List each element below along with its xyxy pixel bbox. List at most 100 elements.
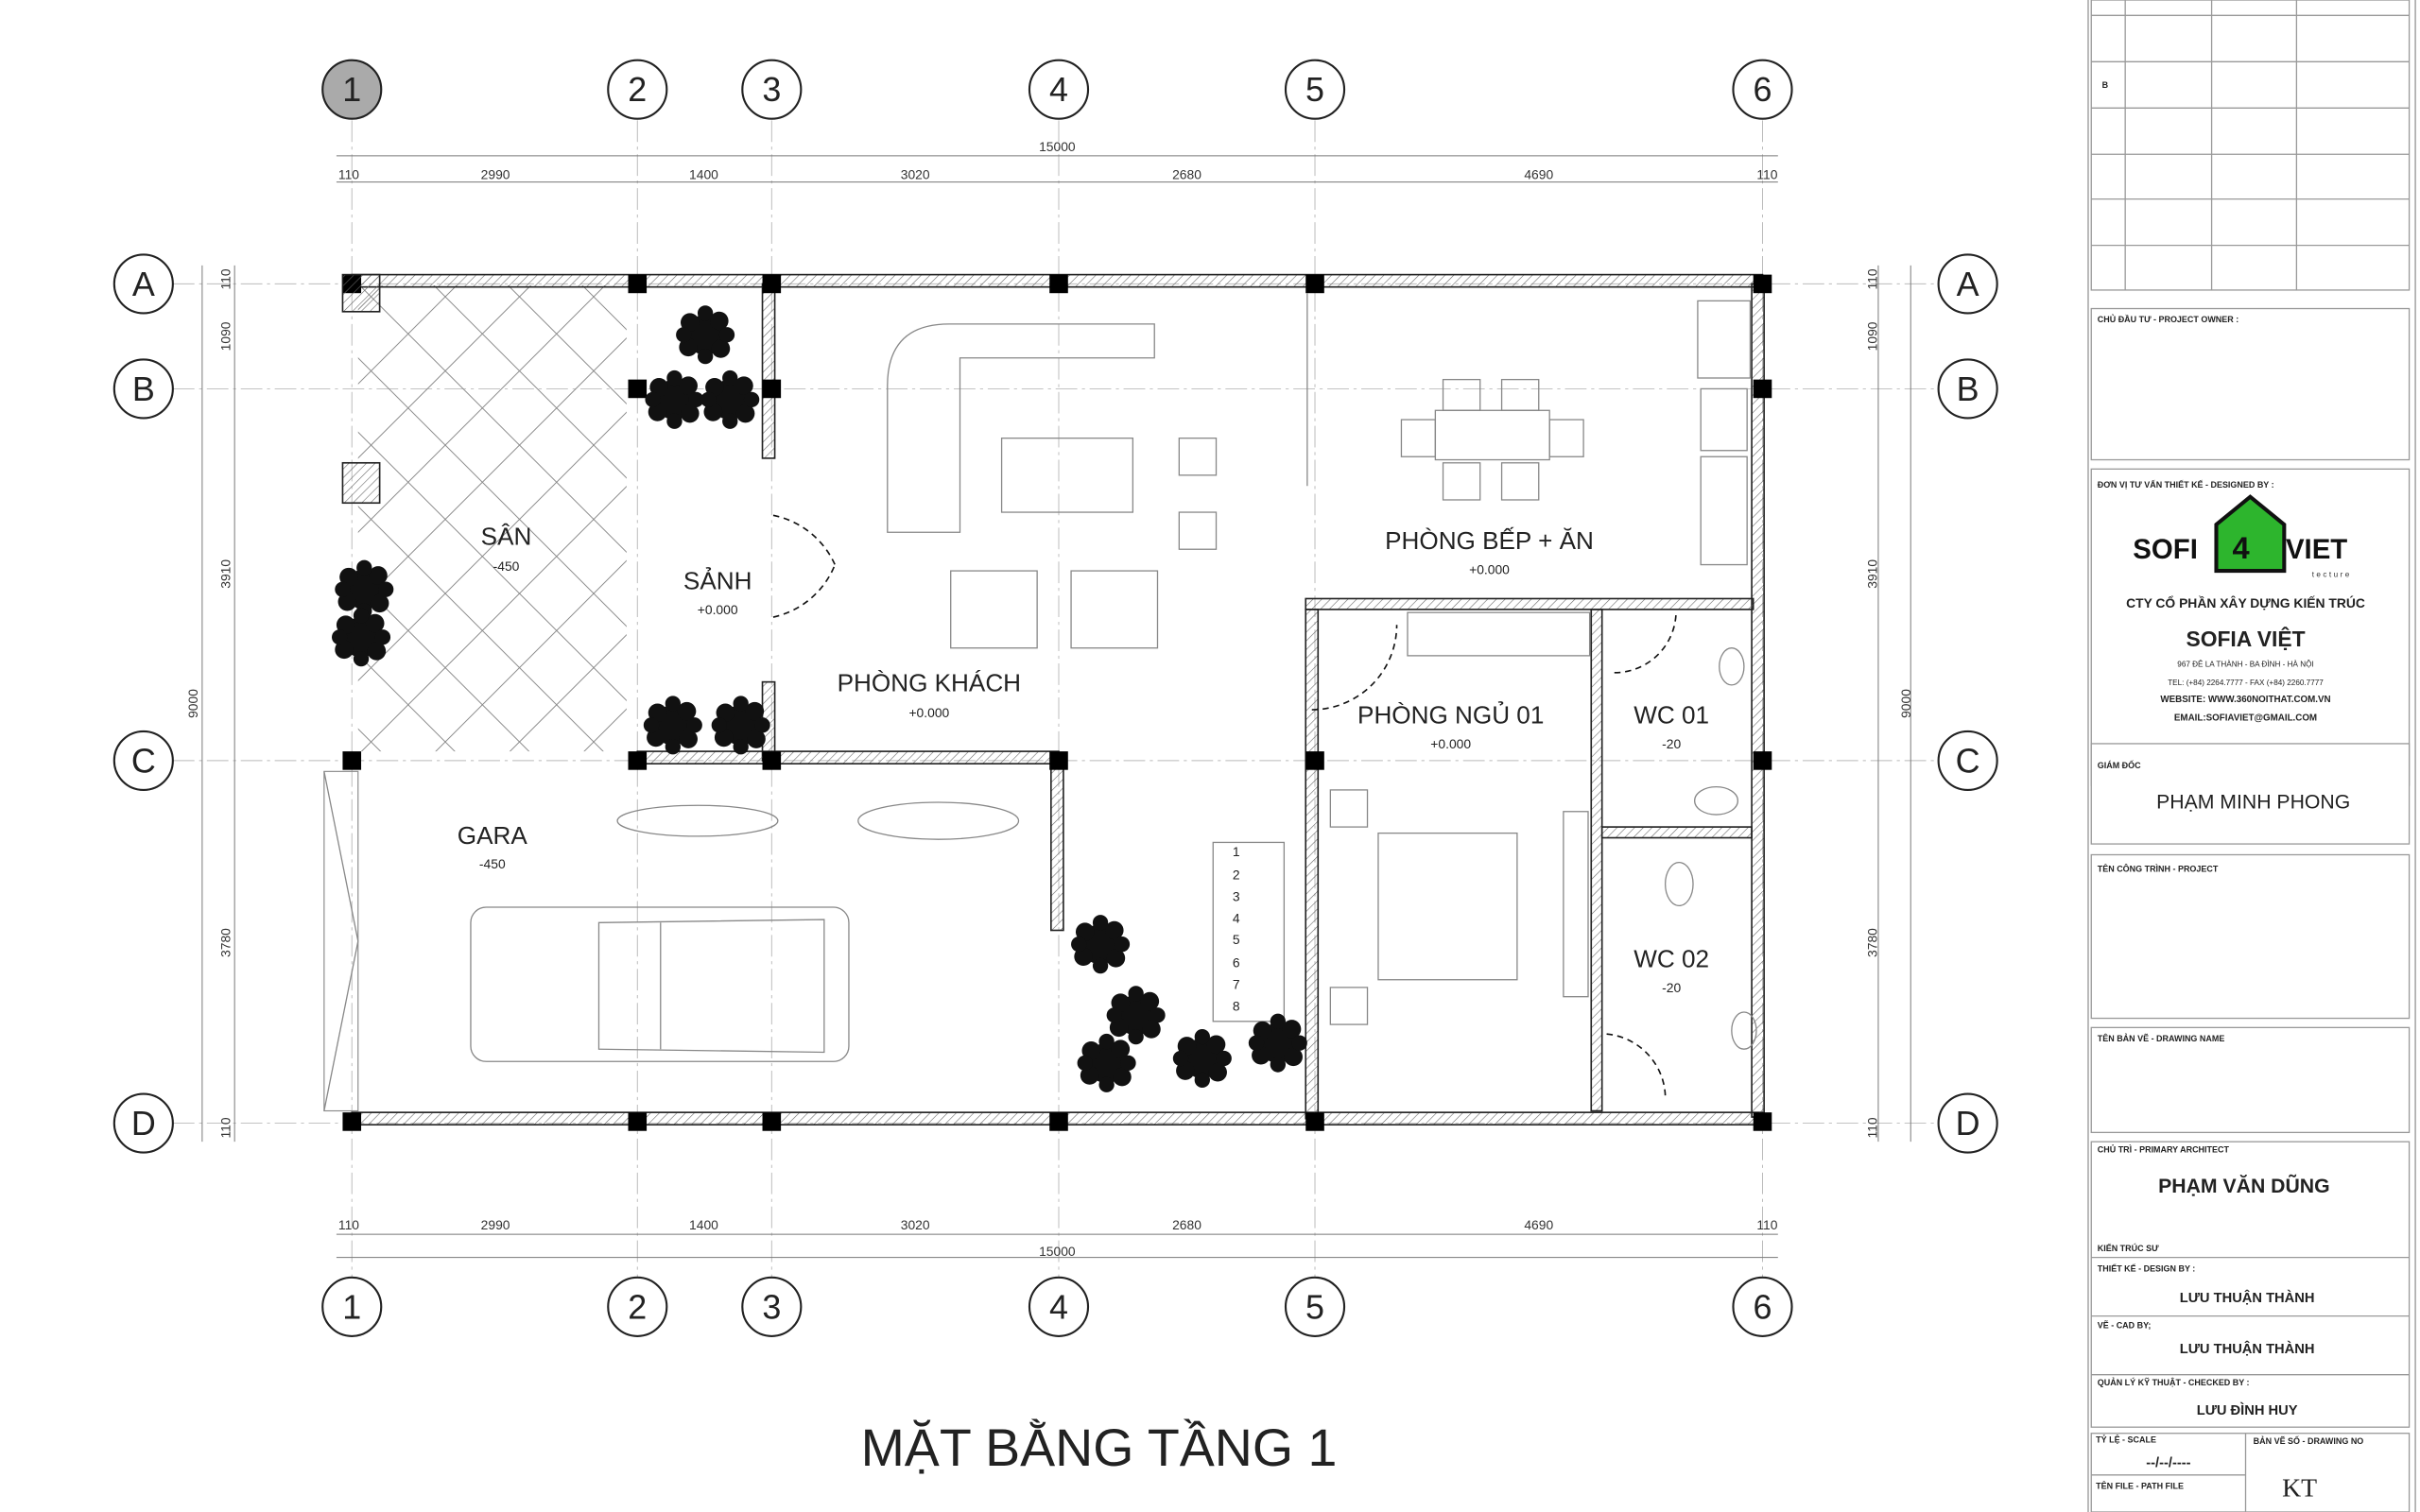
bedroom-furniture <box>1329 611 1591 1025</box>
svg-text:110: 110 <box>217 1117 233 1138</box>
svg-text:+0.000: +0.000 <box>1430 736 1471 751</box>
svg-text:-20: -20 <box>1662 980 1681 995</box>
dining-furniture <box>1306 293 1752 566</box>
svg-text:QUẢN LÝ KỸ THUẬT - CHECKED BY: QUẢN LÝ KỸ THUẬT - CHECKED BY : <box>2098 1377 2250 1387</box>
dimensions-top: 15000 110 2990 1400 3020 2680 4690 110 <box>336 139 1778 183</box>
svg-text:5: 5 <box>1305 70 1324 109</box>
svg-text:+0.000: +0.000 <box>908 705 949 720</box>
svg-text:TEL: (+84) 2264.7777 - FAX (+: TEL: (+84) 2264.7777 - FAX (+84) 2260.77… <box>2168 679 2324 687</box>
svg-text:-450: -450 <box>493 558 520 574</box>
grid-bubble-b-right[interactable]: B <box>1937 358 1998 420</box>
company-line: CTY CỔ PHẦN XÂY DỰNG KIẾN TRÚC <box>2126 594 2365 610</box>
svg-text:2680: 2680 <box>1172 1217 1201 1232</box>
svg-text:3020: 3020 <box>901 166 930 181</box>
stair: 1 2 3 4 5 6 7 8 <box>1212 841 1286 1022</box>
svg-text:110: 110 <box>1864 268 1879 289</box>
drawing-title: MẶT BẰNG TẦNG 1 <box>861 1418 1338 1477</box>
room-name-san: SÂN <box>481 522 532 550</box>
svg-text:VẼ - CAD BY;: VẼ - CAD BY; <box>2098 1321 2152 1331</box>
garage-vehicles <box>470 801 1020 1062</box>
grid-bubble-b-left[interactable]: B <box>112 358 174 420</box>
svg-text:VIET: VIET <box>2286 534 2347 565</box>
svg-text:110: 110 <box>1756 1217 1777 1232</box>
grid-bubble-a-right[interactable]: A <box>1937 253 1998 315</box>
owner-label: CHỦ ĐẦU TƯ - PROJECT OWNER : <box>2098 314 2238 324</box>
dimensions-bottom: 15000 110 2990 1400 3020 2680 4690 110 <box>336 1217 1778 1259</box>
grid-bubble-4-top[interactable]: 4 <box>1028 59 1090 120</box>
doors <box>772 514 1677 1096</box>
grid-bubble-1-top[interactable]: 1 <box>321 59 383 120</box>
grid-bubble-5-bottom[interactable]: 5 <box>1284 1276 1346 1337</box>
grid-bubble-d-left[interactable]: D <box>112 1092 174 1154</box>
stair-step-8: 8 <box>1233 998 1240 1013</box>
sofia-viet-logo: SOFI 4 VIET tecture <box>2133 494 2349 579</box>
svg-text:4: 4 <box>1049 70 1068 109</box>
stair-step-5: 5 <box>1233 932 1240 947</box>
svg-text:3020: 3020 <box>901 1217 930 1232</box>
drawing-name-label: TÊN BẢN VẼ - DRAWING NAME <box>2098 1033 2225 1043</box>
svg-text:110: 110 <box>338 1217 359 1232</box>
svg-text:+0.000: +0.000 <box>698 602 738 617</box>
grid-bubble-1-bottom[interactable]: 1 <box>321 1276 383 1337</box>
svg-text:2: 2 <box>628 70 647 109</box>
svg-text:110: 110 <box>1864 1117 1879 1138</box>
wc-fixtures <box>1664 647 1757 1050</box>
room-name-sanh: SẢNH <box>683 567 752 595</box>
svg-text:D: D <box>131 1104 156 1143</box>
grid-bubble-c-right[interactable]: C <box>1937 730 1998 791</box>
svg-text:LƯU THUẬN THÀNH: LƯU THUẬN THÀNH <box>2180 1289 2315 1306</box>
svg-text:THIẾT KẾ - DESIGN BY :: THIẾT KẾ - DESIGN BY : <box>2098 1263 2195 1273</box>
company-name: SOFIA VIỆT <box>2186 627 2305 651</box>
room-name-phong-ngu-01: PHÒNG NGỦ 01 <box>1357 701 1544 730</box>
svg-text:4: 4 <box>1049 1287 1068 1326</box>
grid-bubble-3-top[interactable]: 3 <box>741 59 803 120</box>
grid-bubbles-right: A B C D <box>1937 253 1998 1154</box>
walls <box>341 273 1772 1131</box>
svg-text:KIẾN TRÚC SƯ: KIẾN TRÚC SƯ <box>2098 1243 2159 1253</box>
svg-text:15000: 15000 <box>1039 1244 1076 1259</box>
svg-text:1090: 1090 <box>217 321 233 351</box>
svg-text:1: 1 <box>342 1287 361 1326</box>
room-name-bep-an: PHÒNG BẾP + ĂN <box>1385 526 1594 555</box>
stair-step-6: 6 <box>1233 955 1240 971</box>
svg-text:3: 3 <box>762 1287 781 1326</box>
drawing-number: KT <box>2282 1474 2317 1503</box>
grid-bubble-4-bottom[interactable]: 4 <box>1028 1276 1090 1337</box>
svg-text:1400: 1400 <box>689 166 718 181</box>
svg-text:B: B <box>1957 369 1979 408</box>
room-name-wc-01: WC 01 <box>1634 701 1709 730</box>
grid-bubble-a-left[interactable]: A <box>112 253 174 315</box>
svg-text:TỶ LỆ - SCALE: TỶ LỆ - SCALE <box>2096 1435 2156 1445</box>
svg-text:2680: 2680 <box>1172 166 1201 181</box>
svg-text:+0.000: +0.000 <box>1469 561 1510 576</box>
grid-bubble-5-top[interactable]: 5 <box>1284 59 1346 120</box>
svg-text:110: 110 <box>338 166 359 181</box>
svg-text:4: 4 <box>2233 530 2250 565</box>
designed-by-label: ĐƠN VỊ TƯ VẤN THIẾT KẾ - DESIGNED BY : <box>2098 480 2274 490</box>
svg-text:B: B <box>132 369 155 408</box>
svg-text:LƯU ĐÌNH HUY: LƯU ĐÌNH HUY <box>2197 1402 2298 1418</box>
stair-step-2: 2 <box>1233 868 1240 883</box>
svg-text:CHỦ TRÌ - PRIMARY ARCHITECT: CHỦ TRÌ - PRIMARY ARCHITECT <box>2098 1144 2230 1155</box>
grid-bubble-6-top[interactable]: 6 <box>1732 59 1793 120</box>
svg-text:6: 6 <box>1753 1287 1772 1326</box>
grid-bubbles-bottom: 1 2 3 4 5 6 <box>321 1276 1793 1337</box>
grid-bubble-c-left[interactable]: C <box>112 730 174 791</box>
dimensions-right: 9000 110 1090 3910 3780 110 <box>1864 265 1913 1143</box>
grid-bubble-2-bottom[interactable]: 2 <box>607 1276 668 1337</box>
svg-text:5: 5 <box>1305 1287 1324 1326</box>
director-name: PHẠM MINH PHONG <box>2156 792 2350 814</box>
grid-bubble-3-bottom[interactable]: 3 <box>741 1276 803 1337</box>
grid-bubble-d-right[interactable]: D <box>1937 1092 1998 1154</box>
room-name-wc-02: WC 02 <box>1634 945 1709 973</box>
svg-text:1400: 1400 <box>689 1217 718 1232</box>
svg-text:3780: 3780 <box>1864 928 1879 957</box>
grid-bubble-2-top[interactable]: 2 <box>607 59 668 120</box>
svg-text:15000: 15000 <box>1039 139 1076 154</box>
svg-text:LƯU THUẬN THÀNH: LƯU THUẬN THÀNH <box>2180 1340 2315 1357</box>
room-labels: SÂN -450 SẢNH +0.000 PHÒNG KHÁCH +0.000 … <box>458 522 1709 994</box>
primary-architect-name: PHẠM VĂN DŨNG <box>2158 1174 2330 1197</box>
grid-bubble-6-bottom[interactable]: 6 <box>1732 1276 1793 1337</box>
svg-text:3: 3 <box>762 70 781 109</box>
